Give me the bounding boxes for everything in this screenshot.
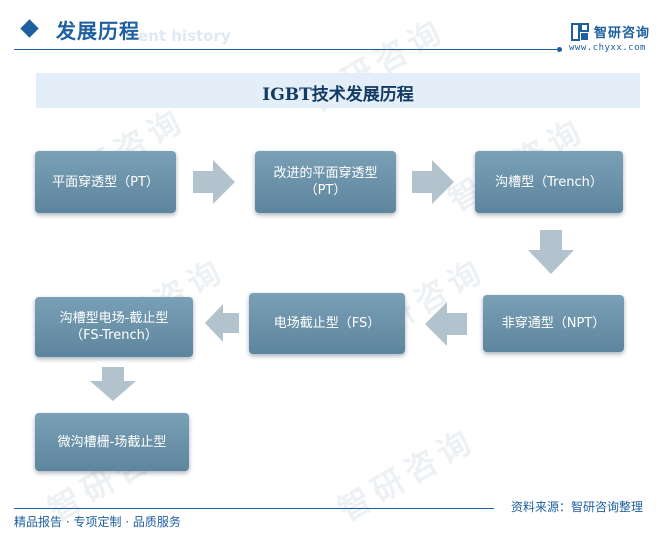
- header-diamond-icon: [20, 19, 39, 38]
- node-fs-trench: 沟槽型电场-截止型 （FS-Trench）: [35, 297, 193, 357]
- footer-divider: [14, 508, 494, 509]
- source-note: 资料来源：智研咨询整理: [511, 500, 644, 514]
- footer-slogan: 精品报告 · 专项定制 · 品质服务: [14, 515, 181, 529]
- node-pt: 平面穿透型（PT）: [35, 151, 176, 213]
- node-label: 平面穿透型（PT）: [52, 174, 159, 190]
- header-divider: [14, 49, 562, 50]
- watermark: 智研咨询: [331, 420, 483, 530]
- node-label: 改进的平面穿透型 （PT）: [273, 166, 378, 198]
- arrow-left-icon: [425, 302, 467, 346]
- node-label: 沟槽型（Trench）: [495, 174, 603, 190]
- node-npt: 非穿通型（NPT）: [483, 295, 624, 352]
- arrow-left-icon: [205, 304, 239, 342]
- page-title: 发展历程: [56, 19, 140, 43]
- header-ghost-text: ent history: [138, 27, 231, 45]
- diagram-title-band: IGBT技术发展历程: [36, 73, 640, 108]
- diagram-title: IGBT技术发展历程: [262, 85, 414, 105]
- header-divider-dot: [557, 47, 562, 52]
- arrow-down-icon: [90, 367, 136, 401]
- node-label: 非穿通型（NPT）: [501, 316, 606, 331]
- arrow-down-icon: [528, 230, 574, 274]
- logo-icon: [571, 23, 589, 41]
- node-micro-trench: 微沟槽栅-场截止型: [35, 413, 189, 471]
- node-label: 微沟槽栅-场截止型: [57, 434, 167, 450]
- arrow-right-icon: [412, 160, 454, 204]
- node-improved-pt: 改进的平面穿透型 （PT）: [255, 151, 396, 213]
- logo-name: 智研咨询: [594, 26, 651, 41]
- node-label: 沟槽型电场-截止型 （FS-Trench）: [59, 311, 169, 343]
- arrow-right-icon: [193, 160, 235, 204]
- node-fs: 电场截止型（FS）: [249, 293, 405, 354]
- logo-url: www.chyxx.com: [569, 43, 646, 53]
- node-label: 电场截止型（FS）: [273, 316, 381, 331]
- node-trench: 沟槽型（Trench）: [475, 151, 623, 213]
